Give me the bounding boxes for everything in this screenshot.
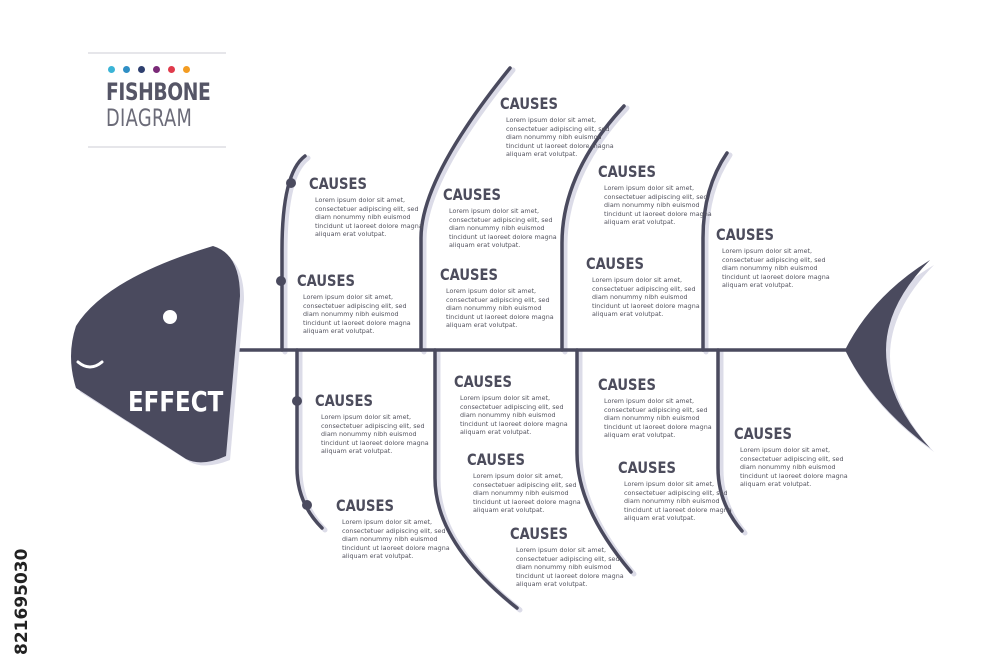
cause-text: Lorem ipsum dolor sit amet, consectetuer… [506, 116, 614, 158]
cause-text: Lorem ipsum dolor sit amet, consectetuer… [321, 413, 429, 455]
cause-text: Lorem ipsum dolor sit amet, consectetuer… [604, 184, 712, 226]
cause-title: CAUSES [309, 174, 367, 193]
bone-upper-2 [419, 66, 512, 352]
cause-text: Lorem ipsum dolor sit amet, consectetuer… [315, 196, 423, 238]
bone-lower-3 [575, 348, 633, 574]
bone-node-3 [292, 396, 302, 406]
cause-title: CAUSES [500, 94, 558, 113]
cause-upper-2a: CAUSES Lorem ipsum dolor sit amet, conse… [500, 94, 618, 159]
cause-text: Lorem ipsum dolor sit amet, consectetuer… [303, 293, 411, 335]
cause-upper-1b: CAUSES Lorem ipsum dolor sit amet, conse… [297, 271, 415, 336]
color-dot-4 [153, 66, 160, 73]
cause-upper-2b: CAUSES Lorem ipsum dolor sit amet, conse… [443, 185, 561, 250]
cause-lower-3b: CAUSES Lorem ipsum dolor sit amet, conse… [618, 458, 736, 523]
title-line-1: FISHBONE [106, 78, 211, 106]
cause-title: CAUSES [336, 496, 394, 515]
bone-node-2 [276, 276, 286, 286]
fish-head [71, 246, 240, 463]
cause-title: CAUSES [598, 162, 656, 181]
cause-lower-4: CAUSES Lorem ipsum dolor sit amet, conse… [734, 424, 852, 489]
cause-text: Lorem ipsum dolor sit amet, consectetuer… [473, 472, 581, 514]
bone-node-4 [302, 500, 312, 510]
bone-lower-2 [433, 348, 519, 610]
color-dot-3 [138, 66, 145, 73]
cause-lower-2b: CAUSES Lorem ipsum dolor sit amet, conse… [467, 450, 585, 515]
cause-lower-1b: CAUSES Lorem ipsum dolor sit amet, conse… [336, 496, 454, 561]
title-line-2: DIAGRAM [106, 104, 193, 132]
cause-text: Lorem ipsum dolor sit amet, consectetuer… [740, 446, 848, 488]
fish-eye [163, 310, 177, 324]
cause-lower-1a: CAUSES Lorem ipsum dolor sit amet, conse… [315, 391, 433, 456]
bone-upper-1 [280, 154, 307, 352]
cause-title: CAUSES [618, 458, 676, 477]
fish-tail [845, 260, 930, 448]
cause-text: Lorem ipsum dolor sit amet, consectetuer… [592, 276, 700, 318]
color-dot-5 [168, 66, 175, 73]
bone-upper-4 [701, 151, 729, 352]
stock-id-text: 821695030 [12, 548, 32, 655]
cause-text: Lorem ipsum dolor sit amet, consectetuer… [624, 480, 732, 522]
color-dots [108, 66, 190, 73]
cause-title: CAUSES [586, 254, 644, 273]
bone-upper-3 [560, 104, 626, 352]
cause-upper-1a: CAUSES Lorem ipsum dolor sit amet, conse… [309, 174, 427, 239]
cause-text: Lorem ipsum dolor sit amet, consectetuer… [722, 247, 830, 289]
cause-text: Lorem ipsum dolor sit amet, consectetuer… [460, 394, 568, 436]
cause-title: CAUSES [440, 265, 498, 284]
cause-lower-3a: CAUSES Lorem ipsum dolor sit amet, conse… [598, 375, 716, 440]
cause-upper-3b: CAUSES Lorem ipsum dolor sit amet, conse… [586, 254, 704, 319]
effect-label: EFFECT [128, 385, 224, 418]
color-dot-6 [183, 66, 190, 73]
title-bottom-rule [88, 146, 226, 148]
cause-lower-2c: CAUSES Lorem ipsum dolor sit amet, conse… [510, 524, 628, 589]
cause-upper-2c: CAUSES Lorem ipsum dolor sit amet, conse… [440, 265, 558, 330]
cause-text: Lorem ipsum dolor sit amet, consectetuer… [446, 287, 554, 329]
cause-title: CAUSES [297, 271, 355, 290]
cause-title: CAUSES [598, 375, 656, 394]
cause-title: CAUSES [716, 225, 774, 244]
cause-title: CAUSES [510, 524, 568, 543]
cause-text: Lorem ipsum dolor sit amet, consectetuer… [342, 518, 450, 560]
cause-title: CAUSES [315, 391, 373, 410]
stock-id-vertical: 821695030 [12, 430, 34, 655]
bone-lower-4 [716, 348, 744, 533]
color-dot-1 [108, 66, 115, 73]
cause-title: CAUSES [734, 424, 792, 443]
cause-lower-2a: CAUSES Lorem ipsum dolor sit amet, conse… [454, 372, 572, 437]
cause-upper-4: CAUSES Lorem ipsum dolor sit amet, conse… [716, 225, 834, 290]
cause-text: Lorem ipsum dolor sit amet, consectetuer… [516, 546, 624, 588]
cause-title: CAUSES [467, 450, 525, 469]
cause-title: CAUSES [443, 185, 501, 204]
bone-node-1 [286, 178, 296, 188]
cause-text: Lorem ipsum dolor sit amet, consectetuer… [449, 207, 557, 249]
cause-upper-3a: CAUSES Lorem ipsum dolor sit amet, conse… [598, 162, 716, 227]
bone-lower-1 [295, 348, 324, 530]
fish-mouth [76, 360, 104, 369]
cause-text: Lorem ipsum dolor sit amet, consectetuer… [604, 397, 712, 439]
title-block: FISHBONE DIAGRAM [88, 52, 226, 150]
color-dot-2 [123, 66, 130, 73]
title-top-rule [88, 52, 226, 54]
cause-title: CAUSES [454, 372, 512, 391]
